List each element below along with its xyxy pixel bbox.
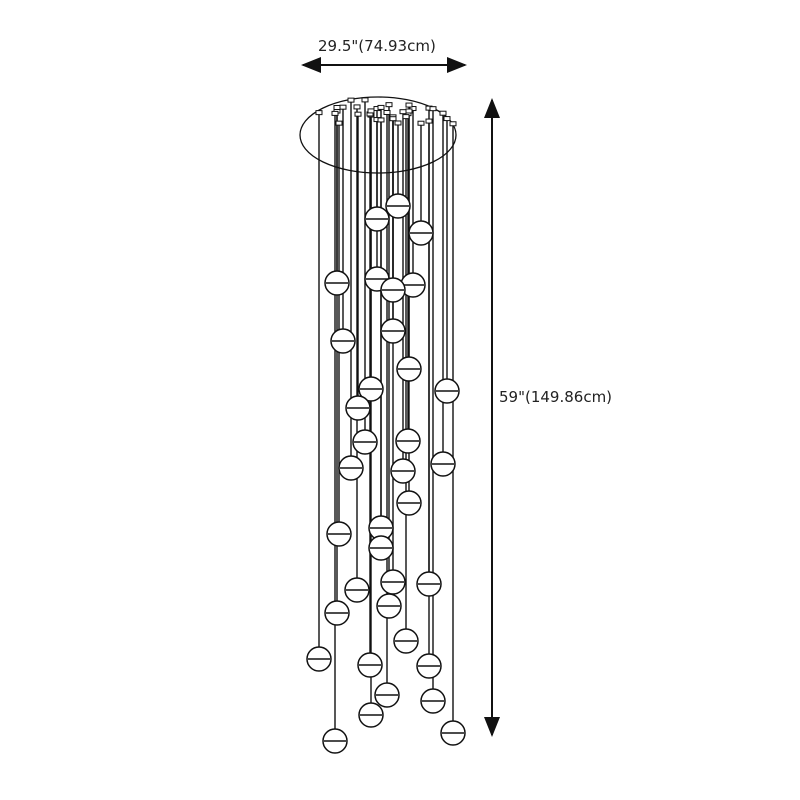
pendant-globe xyxy=(326,521,352,547)
height-dimension-label: 59"(149.86cm) xyxy=(499,388,613,406)
pendant-globe xyxy=(396,356,422,382)
rod-cap xyxy=(394,120,402,126)
pendant-globe xyxy=(380,318,406,344)
pendant-globe xyxy=(364,206,390,232)
pendant-globe xyxy=(330,328,356,354)
pendant-globe xyxy=(306,646,332,672)
pendant-globe xyxy=(368,535,394,561)
rod-cap xyxy=(399,109,407,115)
rod-cap xyxy=(417,120,425,126)
rod-cap xyxy=(425,118,433,124)
rod-cap xyxy=(405,102,413,108)
pendant-globe xyxy=(396,490,422,516)
rod-cap xyxy=(347,97,355,103)
pendant-globe xyxy=(345,395,371,421)
rod-cap xyxy=(443,116,451,122)
pendant-globe xyxy=(420,688,446,714)
rod-cap xyxy=(367,108,375,114)
ceiling-canopy xyxy=(299,96,457,174)
pendant-globe xyxy=(408,220,434,246)
rod-cap xyxy=(331,110,339,116)
rod-cap xyxy=(439,110,447,116)
pendant-globe xyxy=(376,593,402,619)
pendant-globe xyxy=(324,600,350,626)
rod-cap xyxy=(385,102,393,108)
rod-cap xyxy=(449,121,457,127)
pendant-globe xyxy=(324,270,350,296)
pendant-globe xyxy=(352,429,378,455)
rod-cap xyxy=(354,111,362,117)
rod-cap xyxy=(383,109,391,115)
rod-cap xyxy=(429,106,437,112)
pendant-globe xyxy=(430,451,456,477)
rod-cap xyxy=(361,97,369,103)
pendant-globe xyxy=(357,652,383,678)
rod-cap xyxy=(389,116,397,122)
pendant-globe xyxy=(434,378,460,404)
rod-cap xyxy=(377,104,385,110)
pendant-globe xyxy=(374,682,400,708)
pendant-globe xyxy=(393,628,419,654)
width-dimension-label: 29.5"(74.93cm) xyxy=(318,37,436,55)
rod-cap xyxy=(377,117,385,123)
pendant-globe xyxy=(390,458,416,484)
rod-cap xyxy=(335,120,343,126)
pendant-globe xyxy=(416,653,442,679)
rod-cap xyxy=(405,108,413,114)
pendant-globe xyxy=(395,428,421,454)
pendant-globe xyxy=(344,577,370,603)
pendant-rods xyxy=(318,100,454,731)
rod-cap xyxy=(402,114,410,120)
rod-cap xyxy=(333,104,341,110)
pendant-globe xyxy=(385,193,411,219)
rod-cap xyxy=(315,110,323,116)
pendant-globes xyxy=(306,193,466,754)
rod-cap xyxy=(339,104,347,110)
pendant-globe xyxy=(322,728,348,754)
pendant-globe xyxy=(358,702,384,728)
pendant-globe xyxy=(358,376,384,402)
pendant-globe xyxy=(380,277,406,303)
pendant-globe xyxy=(416,571,442,597)
pendant-globe xyxy=(338,455,364,481)
pendant-globe xyxy=(440,720,466,746)
pendant-globe xyxy=(380,569,406,595)
rod-cap xyxy=(353,104,361,110)
rod-caps xyxy=(315,97,457,127)
